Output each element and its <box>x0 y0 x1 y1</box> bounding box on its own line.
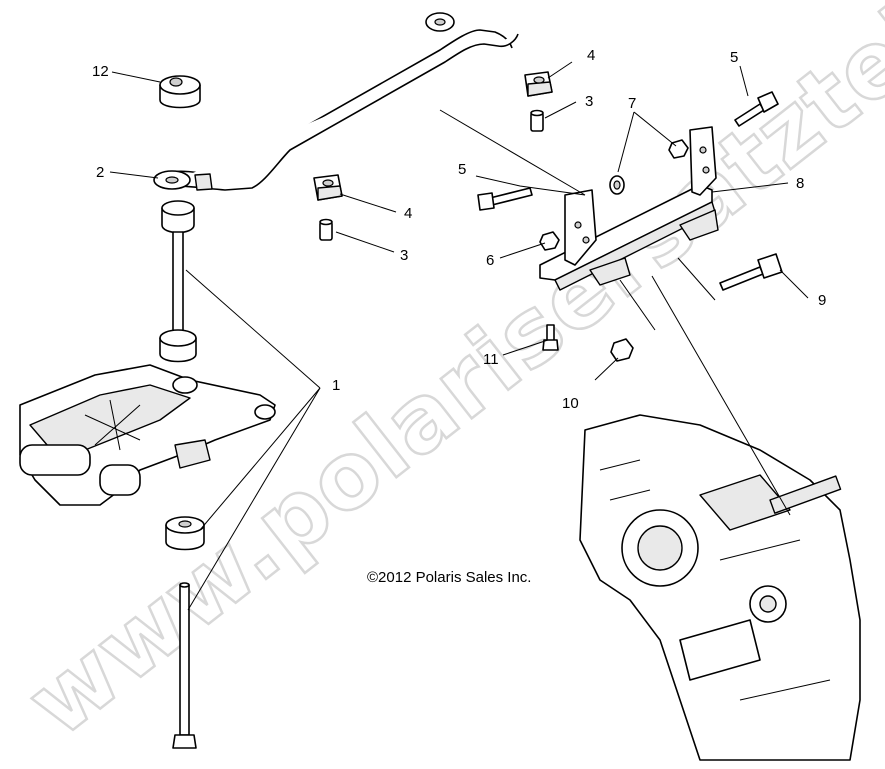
bolt-5-middle <box>477 187 533 211</box>
callout-11: 11 <box>483 351 499 368</box>
callout-7: 7 <box>628 95 636 112</box>
callout-5-middle: 5 <box>458 161 466 178</box>
long-bolt <box>172 582 197 749</box>
clamp-4-upper <box>524 71 553 97</box>
copyright-notice: ©2012 Polaris Sales Inc. <box>367 569 531 586</box>
callout-4-lower: 4 <box>404 205 412 222</box>
callout-3-upper: 3 <box>585 93 593 110</box>
bushing-12 <box>159 75 201 109</box>
callout-8: 8 <box>796 175 804 192</box>
nut-6 <box>539 231 560 251</box>
clamp-4-lower <box>313 174 343 201</box>
washer-7 <box>609 175 625 195</box>
callout-12: 12 <box>92 63 109 80</box>
bolt-5-upper <box>734 91 779 127</box>
nut-10 <box>610 338 634 362</box>
callout-2: 2 <box>96 164 104 181</box>
leader-lines <box>109 61 809 611</box>
sleeve-3-upper <box>530 109 544 132</box>
callout-1: 1 <box>332 377 340 394</box>
callout-4-upper: 4 <box>587 47 595 64</box>
callout-9: 9 <box>818 292 826 309</box>
bolt-9 <box>719 253 783 291</box>
callout-5-upper: 5 <box>730 49 738 66</box>
transmission-housing <box>579 414 861 761</box>
lower-bushing <box>165 516 205 551</box>
mounting-bracket-8 <box>539 126 719 291</box>
callout-labels: 1 2 3 3 4 4 5 5 6 7 8 9 10 11 12 <box>92 47 826 412</box>
callout-6: 6 <box>486 252 494 269</box>
a-arm <box>19 364 276 506</box>
sleeve-3-lower <box>319 218 333 241</box>
stabilizer-bar <box>153 12 519 191</box>
bolt-11 <box>542 324 559 351</box>
link-rod-assembly <box>159 200 197 363</box>
callout-10: 10 <box>562 395 579 412</box>
callout-3-lower: 3 <box>400 247 408 264</box>
